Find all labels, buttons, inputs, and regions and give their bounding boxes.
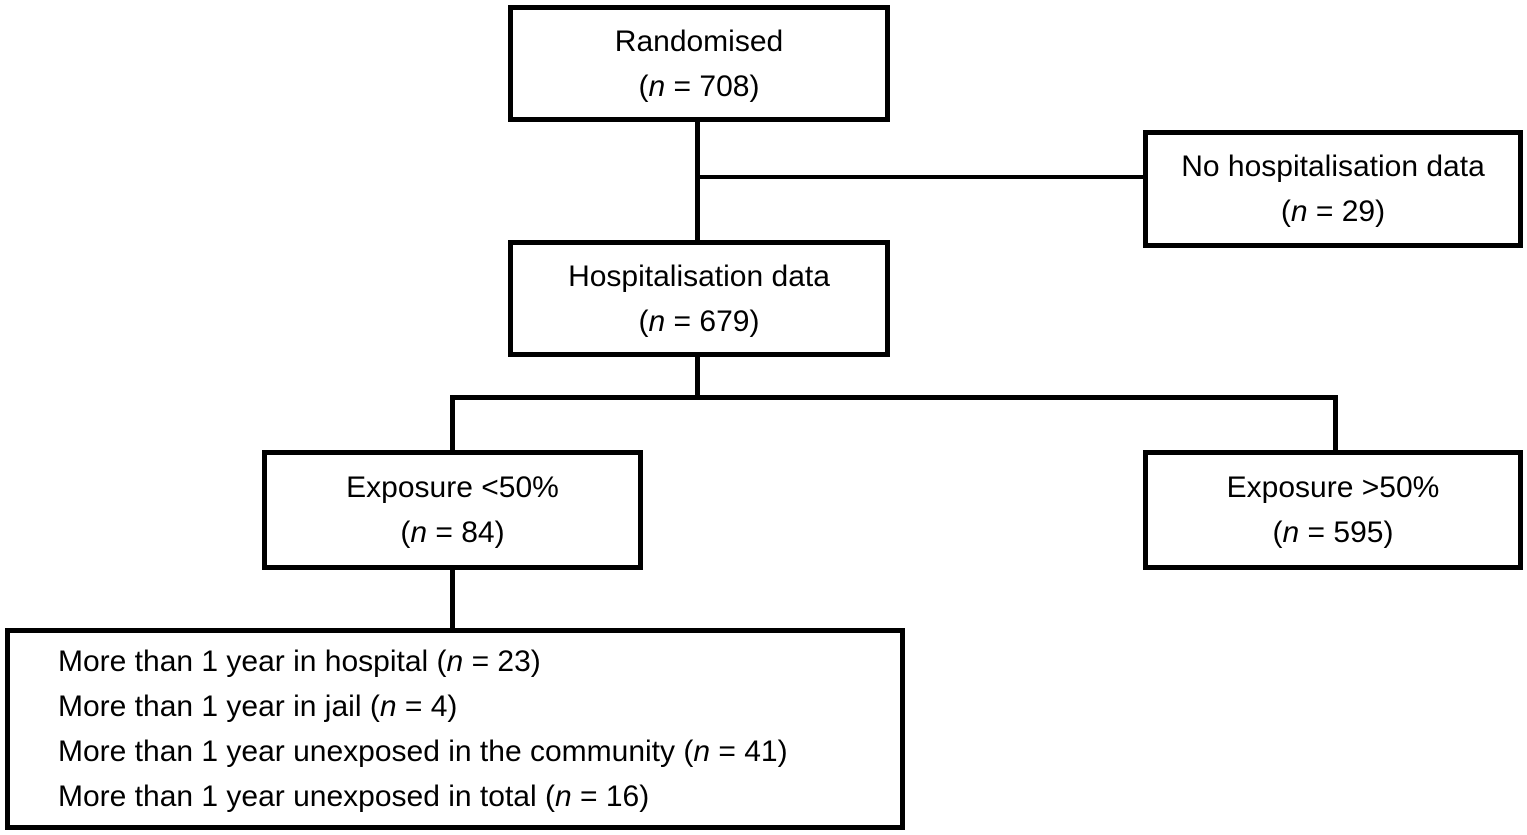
box-exposure-lt50-n: (n = 84) [400, 510, 504, 555]
breakdown-line-unexposed-total: More than 1 year unexposed in total (n =… [58, 774, 649, 819]
n-suffix: = 23) [463, 645, 541, 678]
box-no-hospitalisation-data-title: No hospitalisation data [1181, 150, 1485, 183]
n-symbol: n [648, 69, 666, 103]
box-exposure-gt50-title: Exposure >50% [1226, 471, 1440, 504]
breakdown-line-text: More than 1 year in jail ( [58, 690, 380, 723]
box-randomised-n: (n = 708) [639, 64, 760, 109]
n-suffix: = 84) [427, 516, 505, 549]
n-prefix: ( [1280, 195, 1291, 228]
box-breakdown: More than 1 year in hospital (n = 23) Mo… [5, 628, 905, 830]
box-no-hospitalisation-data-n: (n = 29) [1281, 189, 1385, 234]
breakdown-line-unexposed-community: More than 1 year unexposed in the commun… [58, 729, 788, 774]
n-suffix: = 595) [1299, 516, 1394, 549]
breakdown-line-hospital: More than 1 year in hospital (n = 23) [58, 639, 541, 684]
n-suffix: = 679) [665, 304, 760, 338]
box-no-hospitalisation-data: No hospitalisation data (n = 29) [1143, 130, 1523, 248]
n-symbol: n [693, 735, 711, 768]
connector-to-no-hospitalisation-data [697, 175, 1143, 179]
n-symbol: n [648, 304, 666, 338]
n-prefix: ( [638, 69, 649, 103]
n-symbol: n [446, 645, 464, 678]
breakdown-line-jail: More than 1 year in jail (n = 4) [58, 684, 457, 729]
box-randomised-title: Randomised [614, 24, 784, 58]
connector-split-to-exposure-gt50 [1333, 395, 1338, 450]
box-randomised: Randomised (n = 708) [508, 5, 890, 122]
n-symbol: n [379, 690, 397, 723]
connector-randomised-to-hospitalisation [695, 122, 700, 240]
box-hospitalisation-data: Hospitalisation data (n = 679) [508, 240, 890, 357]
box-hospitalisation-data-title: Hospitalisation data [568, 259, 830, 293]
n-symbol: n [410, 516, 428, 549]
n-prefix: ( [400, 516, 411, 549]
n-symbol: n [1282, 516, 1300, 549]
n-suffix: = 41) [710, 735, 788, 768]
box-exposure-lt50-title: Exposure <50% [346, 471, 559, 504]
n-symbol: n [1290, 195, 1308, 228]
breakdown-line-text: More than 1 year in hospital ( [58, 645, 447, 678]
box-exposure-lt50: Exposure <50% (n = 84) [262, 450, 643, 570]
box-exposure-gt50-n: (n = 595) [1273, 510, 1394, 555]
box-exposure-gt50: Exposure >50% (n = 595) [1143, 450, 1523, 570]
n-suffix: = 4) [396, 690, 458, 723]
breakdown-line-text: More than 1 year unexposed in total ( [58, 780, 555, 813]
connector-exposure-lt50-to-breakdown [450, 570, 455, 628]
n-symbol: n [554, 780, 572, 813]
connector-split-to-exposure-lt50 [450, 395, 455, 450]
connector-hospitalisation-to-split [695, 357, 700, 400]
box-hospitalisation-data-n: (n = 679) [639, 299, 760, 344]
n-suffix: = 708) [665, 69, 760, 103]
connector-split-horizontal [450, 395, 1338, 400]
n-suffix: = 16) [571, 780, 650, 813]
breakdown-line-text: More than 1 year unexposed in the commun… [58, 735, 694, 768]
n-prefix: ( [1272, 516, 1283, 549]
n-suffix: = 29) [1307, 195, 1386, 228]
n-prefix: ( [638, 304, 649, 338]
